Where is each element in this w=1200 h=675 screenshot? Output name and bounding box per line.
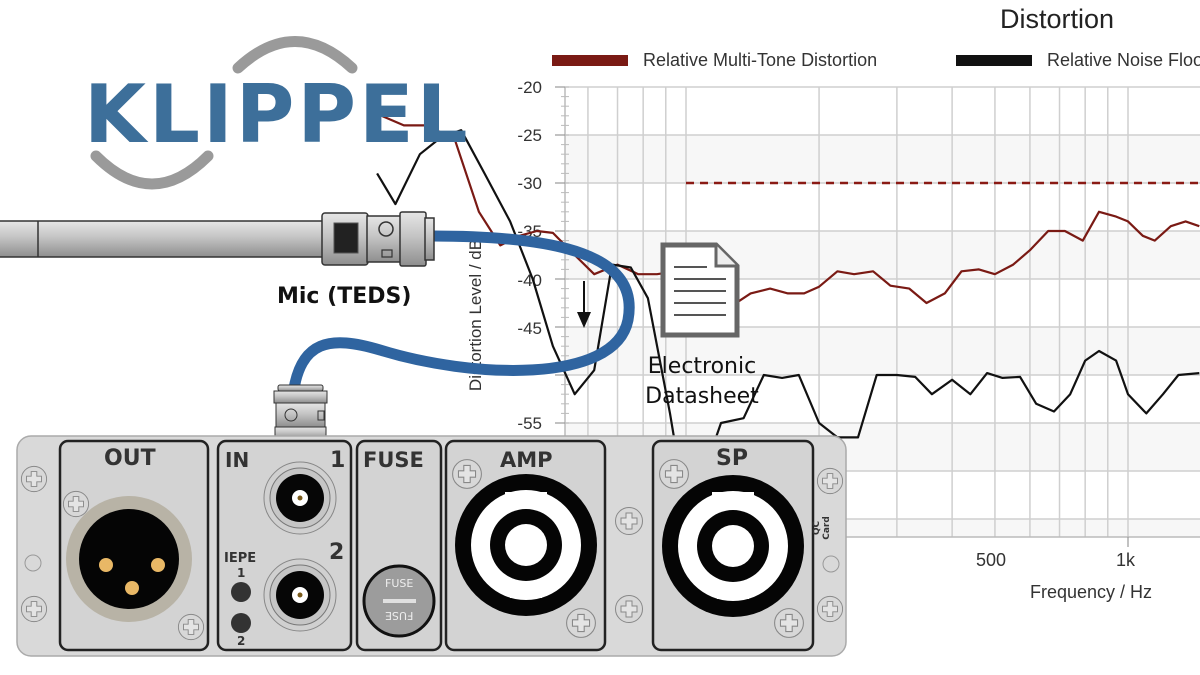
blue-cable: [287, 230, 635, 401]
datasheet-label-line2: Datasheet: [645, 384, 759, 409]
datasheet-label-line1: Electronic: [647, 354, 757, 379]
legend-label-distortion: Relative Multi-Tone Distortion: [643, 50, 878, 70]
panel-label-in: IN: [225, 448, 250, 472]
panel-label-iepe: IEPE: [224, 551, 257, 566]
fuse-cap-text-bottom: FUSE: [385, 609, 414, 622]
bnc-input-2: [263, 558, 337, 632]
chart-legend: Relative Multi-Tone Distortion Relative …: [552, 48, 1200, 74]
y-tick-label: -20: [517, 78, 542, 97]
qc-card-label-line2: Card: [822, 516, 832, 540]
y-tick-label: -45: [517, 319, 542, 338]
qc-card-label: QC Card: [812, 508, 852, 548]
klippel-logo: KLIPPEL: [84, 68, 471, 161]
qc-card-label-line1: QC: [812, 520, 822, 536]
iepe-led-2-label: 2: [237, 634, 246, 648]
y-tick-label: -25: [517, 126, 542, 145]
bnc-input-1: [263, 461, 337, 535]
panel-label-out: OUT: [104, 446, 156, 471]
chart-curves: [376, 112, 1200, 511]
y-tick-label: -55: [517, 414, 542, 433]
legend-swatch-distortion: [552, 55, 628, 66]
fuse-cap-text-top: FUSE: [385, 577, 414, 590]
series-relative-multi-tone-distortion: [376, 112, 1200, 317]
x-axis-label: Frequency / Hz: [1030, 582, 1153, 602]
iepe-led-1-label: 1: [237, 566, 246, 580]
document-icon: [660, 242, 740, 338]
panel-label-sp: SP: [716, 446, 748, 471]
y-tick-label: -40: [517, 271, 542, 290]
mic-body: [0, 220, 327, 258]
series-relative-noise-floor: [376, 129, 1200, 511]
x-tick-label: 1k: [1116, 550, 1136, 570]
panel-label-fuse: FUSE: [363, 448, 424, 472]
datasheet-label: Electronic Datasheet: [632, 352, 772, 412]
mic-label: Mic (TEDS): [277, 284, 412, 309]
panel-label-in-ch1: 1: [330, 448, 346, 473]
legend-swatch-noise: [956, 55, 1032, 66]
legend-label-noise: Relative Noise Floor: [1047, 50, 1200, 70]
panel-label-amp: AMP: [500, 448, 553, 472]
klippel-logo-arcs: [90, 36, 358, 190]
panel-label-in-ch2: 2: [329, 540, 345, 565]
chart-title: Distortion: [1000, 4, 1115, 34]
y-tick-label: -30: [517, 174, 542, 193]
x-tick-label: 500: [976, 550, 1007, 570]
